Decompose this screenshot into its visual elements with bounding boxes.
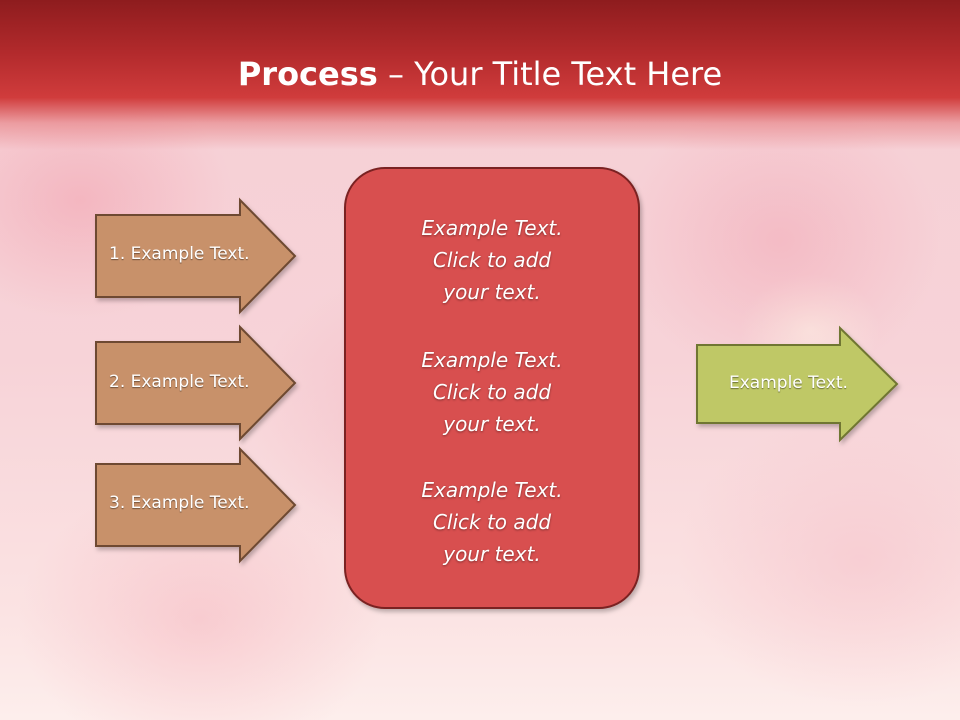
- arrow-label-2: 2. Example Text.: [109, 372, 250, 392]
- arrow-label-1: 1. Example Text.: [109, 244, 250, 264]
- text-block-2: Example Text. Click to add your text.: [345, 344, 639, 440]
- right-arrow-label: Example Text.: [729, 373, 848, 393]
- arrow-shape-1[interactable]: [95, 197, 297, 315]
- block-line: Example Text.: [421, 348, 563, 372]
- center-box-shape[interactable]: [344, 167, 640, 609]
- center-box-text[interactable]: Example Text. Click to add your text. Ex…: [345, 212, 639, 576]
- arrow-label-3: 3. Example Text.: [109, 493, 250, 513]
- block-line: your text.: [443, 542, 541, 566]
- block-line: your text.: [443, 412, 541, 436]
- slide-title[interactable]: Process – Your Title Text Here: [0, 52, 960, 96]
- text-block-3: Example Text. Click to add your text.: [345, 474, 639, 570]
- arrow-shape-2[interactable]: [95, 324, 297, 442]
- block-line: Example Text.: [421, 478, 563, 502]
- block-line: Click to add: [432, 248, 552, 272]
- block-line: Example Text.: [421, 216, 563, 240]
- title-bold-part: Process: [237, 55, 378, 93]
- title-rest-part: – Your Title Text Here: [377, 55, 723, 93]
- right-arrow-shape[interactable]: [696, 325, 899, 443]
- block-line: Click to add: [432, 510, 552, 534]
- block-line: your text.: [443, 280, 541, 304]
- block-line: Click to add: [432, 380, 552, 404]
- text-block-1: Example Text. Click to add your text.: [345, 212, 639, 308]
- arrow-shape-3[interactable]: [95, 446, 297, 564]
- title-bar: [0, 0, 960, 150]
